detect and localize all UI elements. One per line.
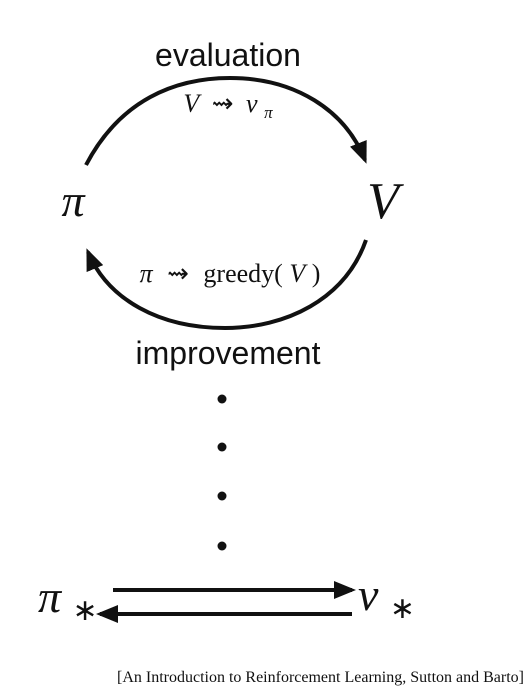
evaluation-arc: [84, 75, 367, 166]
optimal-value-node: v ∗: [358, 569, 415, 625]
value-node: V: [367, 173, 404, 230]
ellipsis-dot: [217, 394, 227, 404]
source-caption: [An Introduction to Reinforcement Learni…: [116, 669, 524, 686]
improvement-label: improvement: [136, 335, 321, 371]
improvement-arc: [86, 239, 368, 331]
evaluation-formula: V ⇝ v π: [183, 89, 273, 122]
optimal-policy-node: π ∗: [38, 571, 98, 627]
ellipsis-dot: [217, 541, 227, 551]
improvement-formula: π ⇝ greedy( V ): [140, 259, 321, 288]
policy-node: π: [61, 175, 86, 226]
ellipsis-dots: [217, 394, 227, 551]
ellipsis-dot: [217, 491, 227, 501]
evaluation-label: evaluation: [155, 37, 301, 73]
ellipsis-dot: [217, 442, 227, 452]
